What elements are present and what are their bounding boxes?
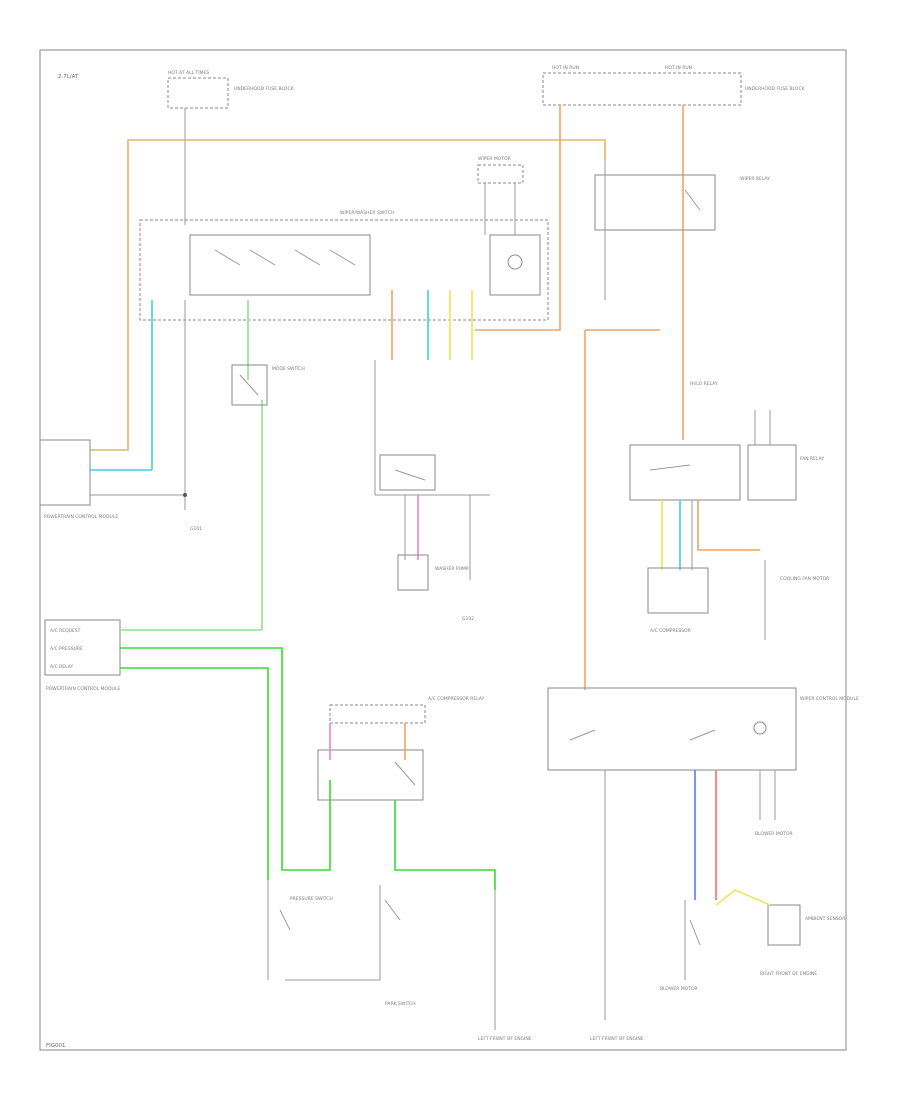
- svg-text:HOT AT ALL TIMES: HOT AT ALL TIMES: [168, 70, 209, 76]
- svg-text:POWERTRAIN CONTROL MODULE: POWERTRAIN CONTROL MODULE: [46, 686, 120, 692]
- control-module: WIPER CONTROL MODULE BLOWER MOTOR: [547, 687, 859, 1020]
- hi-lo-relay: HI/LO RELAY FAN RELAY: [629, 381, 824, 570]
- svg-text:WIPER RELAY: WIPER RELAY: [740, 176, 770, 182]
- compressor-relay: A/C COMPRESSOR RELAY: [317, 696, 485, 801]
- svg-text:BLOWER MOTOR: BLOWER MOTOR: [755, 831, 793, 837]
- svg-text:A/C REQUEST: A/C REQUEST: [50, 628, 81, 634]
- svg-text:A/C RELAY: A/C RELAY: [50, 664, 73, 670]
- washer-pump-section: WASHER PUMP G102: [374, 360, 490, 622]
- svg-text:A/C COMPRESSOR: A/C COMPRESSOR: [650, 628, 691, 634]
- svg-text:RIGHT FRONT OF ENGINE: RIGHT FRONT OF ENGINE: [760, 971, 817, 977]
- svg-text:LEFT FRONT OF ENGINE: LEFT FRONT OF ENGINE: [478, 1036, 532, 1042]
- svg-text:COOLING FAN MOTOR: COOLING FAN MOTOR: [780, 576, 829, 582]
- fuse-top-left: HOT AT ALL TIMES UNDERHOOD FUSE BLOCK: [167, 70, 295, 225]
- park-switch-bottom: PARK SWITCH: [379, 885, 416, 1007]
- svg-text:HOT IN RUN: HOT IN RUN: [665, 65, 692, 71]
- svg-text:UNDERHOOD FUSE BLOCK: UNDERHOOD FUSE BLOCK: [745, 86, 806, 92]
- svg-text:WIPER CONTROL MODULE: WIPER CONTROL MODULE: [800, 696, 859, 702]
- svg-text:POWERTRAIN CONTROL MODULE: POWERTRAIN CONTROL MODULE: [44, 514, 118, 520]
- wire-orange-left: [475, 105, 561, 331]
- wire-orange-down: [584, 329, 660, 690]
- svg-text:UNDERHOOD FUSE BLOCK: UNDERHOOD FUSE BLOCK: [234, 86, 295, 92]
- wiper-motor: WIPER MOTOR: [477, 156, 524, 235]
- page-label: 2.7L/AT: [58, 74, 79, 80]
- svg-text:HI/LO RELAY: HI/LO RELAY: [690, 381, 718, 387]
- svg-text:AMBIENT SENSOR: AMBIENT SENSOR: [805, 916, 845, 922]
- mode-switch: MODE SWITCH: [231, 364, 305, 406]
- svg-text:G101: G101: [190, 526, 202, 532]
- svg-text:PRESSURE SWITCH: PRESSURE SWITCH: [290, 896, 333, 902]
- diagram-frame: [39, 49, 847, 1051]
- svg-text:PARK SWITCH: PARK SWITCH: [385, 1001, 416, 1007]
- footer-code: FIG001: [46, 1043, 66, 1049]
- svg-text:MODE SWITCH: MODE SWITCH: [272, 366, 305, 372]
- compressor: A/C COMPRESSOR COOLING FAN MOTOR: [647, 560, 829, 640]
- sensor-right: AMBIENT SENSOR RIGHT FRONT OF ENGINE: [715, 889, 845, 977]
- fuse-top-right: HOT IN RUN HOT IN RUN UNDERHOOD FUSE BLO…: [542, 65, 806, 106]
- svg-text:BLOWER MOTOR: BLOWER MOTOR: [660, 986, 698, 992]
- wire-tan-top: [90, 139, 606, 451]
- blower-switch: BLOWER MOTOR: [660, 900, 701, 992]
- pressure-switch: PRESSURE SWITCH: [267, 880, 380, 981]
- svg-text:HOT IN RUN: HOT IN RUN: [552, 65, 579, 71]
- svg-text:WIPER MOTOR: WIPER MOTOR: [478, 156, 511, 162]
- svg-text:A/C PRESSURE: A/C PRESSURE: [50, 646, 83, 652]
- svg-text:WASHER PUMP: WASHER PUMP: [435, 566, 469, 572]
- ground-bottom: LEFT FRONT OF ENGINE LEFT FRONT OF ENGIN…: [478, 890, 644, 1042]
- svg-text:LEFT FRONT OF ENGINE: LEFT FRONT OF ENGINE: [590, 1036, 644, 1042]
- svg-text:A/C COMPRESSOR RELAY: A/C COMPRESSOR RELAY: [428, 696, 485, 702]
- pcm-lower: A/C REQUEST A/C PRESSURE A/C RELAY POWER…: [44, 619, 121, 692]
- wiper-switch: WIPER/WASHER SWITCH: [139, 210, 549, 321]
- svg-text:WIPER/WASHER SWITCH: WIPER/WASHER SWITCH: [340, 210, 395, 216]
- svg-text:FAN RELAY: FAN RELAY: [800, 456, 824, 462]
- relay-top-right: WIPER RELAY: [594, 160, 770, 300]
- svg-text:G102: G102: [462, 616, 474, 622]
- pcm-left: POWERTRAIN CONTROL MODULE G101: [39, 439, 202, 532]
